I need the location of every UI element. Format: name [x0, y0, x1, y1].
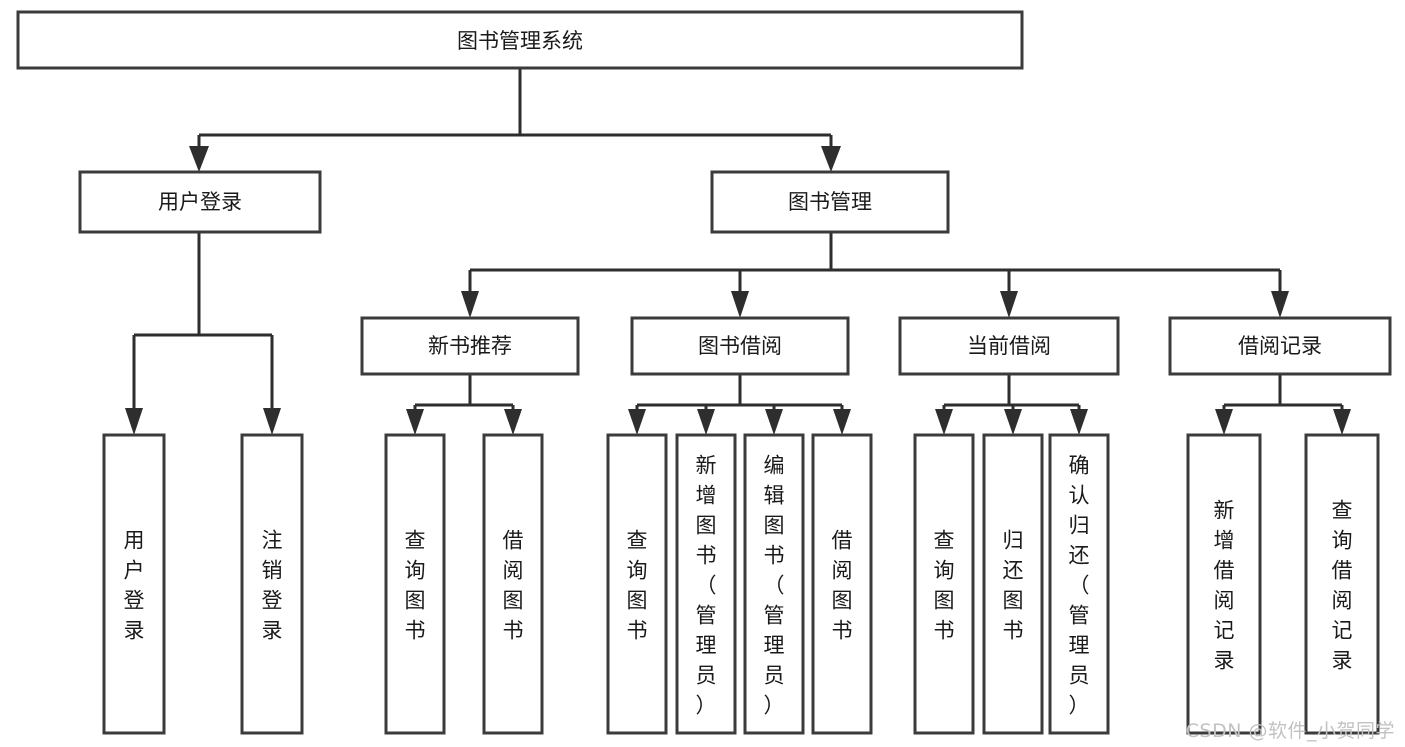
arrow-head-user-login: [189, 146, 209, 172]
arrow-head-newbook-leaf-2: [504, 409, 522, 435]
leaf-edit-book-admin[interactable]: 编辑图书（管理员）: [743, 433, 805, 735]
node-book-management-label: 图书管理: [788, 190, 872, 214]
leaf-query-book-2-label: 查询图书: [627, 528, 648, 642]
leaf-return-book[interactable]: 归还图书: [982, 433, 1044, 735]
node-root-label: 图书管理系统: [457, 29, 583, 53]
node-new-book-recommend-rect[interactable]: [360, 316, 580, 376]
arrow-head-book-borrow: [731, 291, 749, 318]
leaf-query-borrow-record[interactable]: 查询借阅记录: [1304, 433, 1380, 735]
arrow-head-leaf-user-login: [125, 408, 143, 435]
node-borrow-record-label: 借阅记录: [1238, 334, 1322, 358]
node-book-borrow[interactable]: 图书借阅: [630, 316, 850, 376]
leaf-confirm-return-admin[interactable]: 确认归还（管理员）: [1048, 433, 1110, 735]
leaf-add-book-admin-label: 新增图书（管理员）: [696, 453, 717, 717]
leaf-query-book-3-rect[interactable]: [913, 433, 975, 735]
arrow-head-bookborrow-leaf-3: [765, 409, 783, 435]
leaf-add-book-admin[interactable]: 新增图书（管理员）: [675, 433, 737, 735]
node-user-login-rect[interactable]: [78, 170, 322, 234]
leaf-user-login-label: 用户登录: [124, 528, 145, 642]
leaf-logout-rect[interactable]: [240, 433, 304, 735]
leaf-query-book-3[interactable]: 查询图书: [913, 433, 975, 735]
node-borrow-record[interactable]: 借阅记录: [1168, 316, 1392, 376]
leaf-borrow-book-2-rect[interactable]: [811, 433, 873, 735]
leaf-user-login[interactable]: 用户登录: [102, 433, 166, 735]
arrow-head-currentborrow-leaf-1: [935, 409, 953, 435]
arrow-head-currentborrow-leaf-2: [1004, 409, 1022, 435]
leaf-query-borrow-record-rect[interactable]: [1304, 433, 1380, 735]
node-root[interactable]: 图书管理系统: [16, 10, 1024, 70]
leaf-add-borrow-record[interactable]: 新增借阅记录: [1186, 433, 1262, 735]
arrow-head-bookborrow-leaf-4: [833, 409, 851, 435]
arrow-head-currentborrow-leaf-3: [1070, 409, 1088, 435]
csdn-watermark: CSDN @软件_小贺同学: [1185, 720, 1395, 742]
leaf-confirm-return-admin-rect[interactable]: [1048, 433, 1110, 735]
arrow-head-leaf-logout: [263, 408, 281, 435]
leaf-return-book-rect[interactable]: [982, 433, 1044, 735]
node-borrow-record-rect[interactable]: [1168, 316, 1392, 376]
leaf-query-book-1-label: 查询图书: [405, 528, 426, 642]
node-book-borrow-rect[interactable]: [630, 316, 850, 376]
leaf-borrow-book-1-label: 借阅图书: [503, 528, 524, 642]
node-book-management-rect[interactable]: [710, 170, 950, 234]
leaf-query-book-2[interactable]: 查询图书: [606, 433, 668, 735]
arrow-head-book-mgmt: [821, 146, 841, 172]
leaf-borrow-book-2[interactable]: 借阅图书: [811, 433, 873, 735]
node-current-borrow[interactable]: 当前借阅: [898, 316, 1120, 376]
leaf-query-book-1[interactable]: 查询图书: [384, 433, 446, 735]
leaf-borrow-book-1-rect[interactable]: [482, 433, 544, 735]
node-current-borrow-label: 当前借阅: [967, 334, 1051, 358]
leaf-edit-book-admin-rect[interactable]: [743, 433, 805, 735]
node-book-management[interactable]: 图书管理: [710, 170, 950, 234]
arrow-head-borrowrecord-leaf-1: [1215, 409, 1233, 435]
arrow-head-newbook-leaf-1: [406, 409, 424, 435]
leaf-add-book-admin-rect[interactable]: [675, 433, 737, 735]
connector-layer: [125, 68, 1351, 435]
leaf-edit-book-admin-label: 编辑图书（管理员）: [764, 453, 785, 717]
leaf-user-login-rect[interactable]: [102, 433, 166, 735]
leaf-return-book-label: 归还图书: [1003, 528, 1024, 642]
leaf-borrow-book-1[interactable]: 借阅图书: [482, 433, 544, 735]
arrow-head-bookborrow-leaf-1: [628, 409, 646, 435]
arrow-head-current-borrow: [1000, 291, 1018, 318]
node-root-rect[interactable]: [16, 10, 1024, 70]
node-current-borrow-rect[interactable]: [898, 316, 1120, 376]
arrow-head-bookborrow-leaf-2: [697, 409, 715, 435]
leaf-query-borrow-record-label: 查询借阅记录: [1332, 498, 1353, 672]
leaf-logout-label: 注销登录: [262, 528, 283, 642]
node-user-login-label: 用户登录: [158, 190, 242, 214]
arrow-head-new-book-rec: [461, 291, 479, 318]
leaf-query-book-3-label: 查询图书: [934, 528, 955, 642]
node-new-book-recommend[interactable]: 新书推荐: [360, 316, 580, 376]
arrow-head-borrowrecord-leaf-2: [1333, 409, 1351, 435]
node-new-book-recommend-label: 新书推荐: [428, 334, 512, 358]
node-book-borrow-label: 图书借阅: [698, 334, 782, 358]
leaf-query-book-1-rect[interactable]: [384, 433, 446, 735]
leaf-add-borrow-record-label: 新增借阅记录: [1214, 498, 1235, 672]
leaf-borrow-book-2-label: 借阅图书: [832, 528, 853, 642]
leaf-query-book-2-rect[interactable]: [606, 433, 668, 735]
node-user-login[interactable]: 用户登录: [78, 170, 322, 234]
arrow-head-borrow-record: [1271, 291, 1289, 318]
leaf-confirm-return-admin-label: 确认归还（管理员）: [1069, 453, 1090, 717]
node-layer: 图书管理系统 用户登录 图书管理 新书推荐 图书借阅 当前: [16, 10, 1392, 735]
leaf-logout[interactable]: 注销登录: [240, 433, 304, 735]
leaf-add-borrow-record-rect[interactable]: [1186, 433, 1262, 735]
